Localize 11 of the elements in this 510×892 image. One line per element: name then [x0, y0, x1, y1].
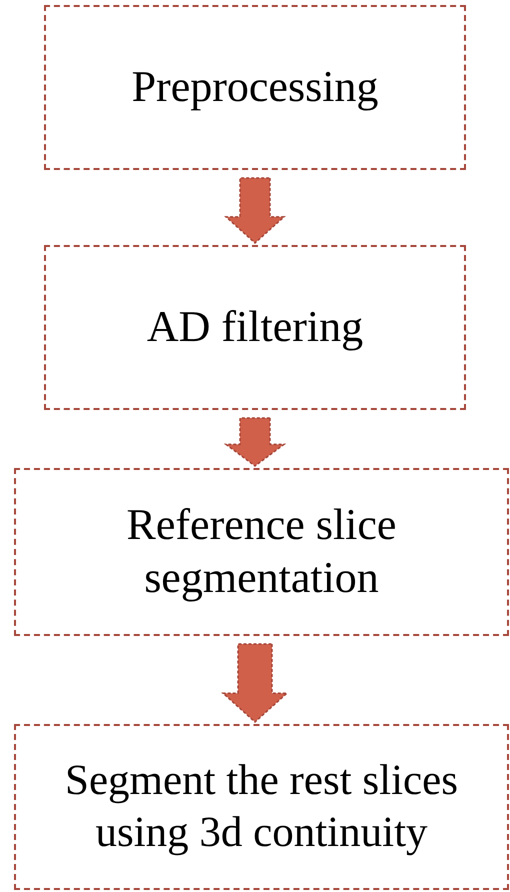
step-text: Reference slice segmentation: [126, 499, 398, 604]
block-arrow: [224, 177, 286, 244]
step-text: Preprocessing: [132, 61, 378, 114]
block-arrow: [224, 417, 286, 467]
block-arrow: [221, 643, 289, 723]
process-box: [14, 724, 509, 890]
step-text: Segment the rest slices using 3d continuity: [64, 756, 459, 858]
step-text: AD filtering: [146, 301, 364, 354]
process-box: [14, 468, 509, 636]
process-box: [44, 245, 466, 410]
process-box: [44, 5, 466, 170]
